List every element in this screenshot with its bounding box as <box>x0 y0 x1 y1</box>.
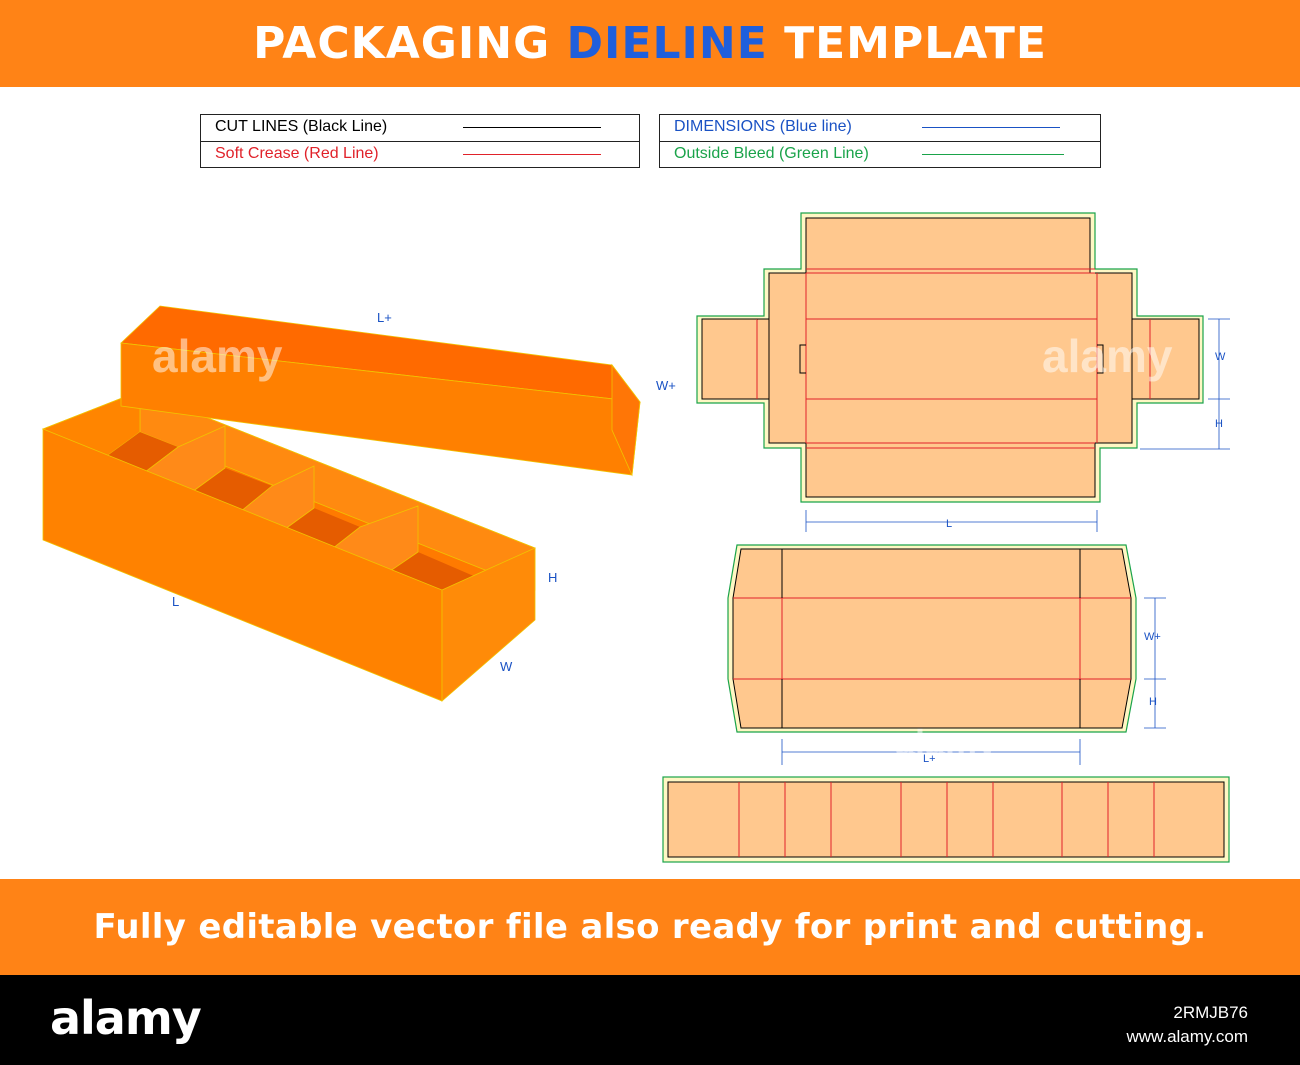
cell-floor-2 <box>192 468 272 512</box>
dieline-tray-label-length: L <box>946 518 952 530</box>
lid-side <box>611 363 641 477</box>
box-3d-illustration: L+ W+ L H W <box>41 305 676 702</box>
legend-table-right: DIMENSIONS (Blue line) Outside Bleed (Gr… <box>659 114 1101 168</box>
strip-cut <box>667 781 1225 858</box>
box-base <box>41 390 537 702</box>
dieline-lid-cut <box>732 548 1132 729</box>
legend-row-bleed: Outside Bleed (Green Line) <box>660 141 1100 167</box>
legend-dimensions-label: DIMENSIONS (Blue line) <box>674 118 852 135</box>
label-lid-width: W+ <box>656 378 676 393</box>
title-accent: DIELINE <box>566 18 768 69</box>
dieline-lid-label-height: H <box>1149 696 1157 708</box>
legend-crease-swatch <box>463 154 601 155</box>
box-lid <box>120 305 641 477</box>
label-base-width: W <box>500 659 513 674</box>
drawing-canvas: L+ W+ L H W <box>41 212 1230 863</box>
header-banner: PACKAGING DIELINE TEMPLATE <box>0 0 1300 87</box>
dieline-tray-label-height: H <box>1215 418 1223 430</box>
legend-cut-label: CUT LINES (Black Line) <box>215 118 388 135</box>
legend-row-dimensions: DIMENSIONS (Blue line) <box>660 115 1100 141</box>
dieline-tray-dimensions <box>805 318 1230 532</box>
label-base-height: H <box>548 570 557 585</box>
dieline-tray-creases <box>756 268 1151 449</box>
title-part-2: TEMPLATE <box>767 18 1047 69</box>
credit-image-id: 2RMJB76 <box>1173 1003 1248 1022</box>
credit-bar: alamy 2RMJB76 www.alamy.com <box>0 975 1300 1065</box>
divider-2 <box>239 465 315 533</box>
dieline-lid-creases <box>733 597 1131 680</box>
dieline-lid-label-width: W+ <box>1144 631 1161 643</box>
divider-1 <box>144 425 226 493</box>
watermark-center: alamy <box>895 722 997 763</box>
legend-bleed-swatch <box>922 154 1064 155</box>
dieline-lid-dimensions <box>781 597 1166 765</box>
page-title: PACKAGING DIELINE TEMPLATE <box>253 18 1047 69</box>
dieline-lid-label-length: L+ <box>923 753 936 765</box>
legend-table-left: CUT LINES (Black Line) Soft Crease (Red … <box>200 114 640 168</box>
dieline-lid: W+ H L+ <box>727 544 1166 765</box>
legend-bleed-label: Outside Bleed (Green Line) <box>674 145 869 162</box>
dieline-lid-cut-details <box>781 549 1081 728</box>
legend-dimensions-swatch <box>922 127 1060 128</box>
base-side-wall <box>441 547 536 702</box>
label-base-length: L <box>172 594 179 609</box>
legend-crease-label: Soft Crease (Red Line) <box>215 145 379 162</box>
dieline-divider-strip <box>662 776 1230 863</box>
dieline-tray-cut-details <box>757 318 1133 399</box>
label-lid-length: L+ <box>377 310 392 325</box>
dieline-tray-cut <box>701 217 1200 498</box>
watermark-right: alamy <box>1042 330 1173 382</box>
credit-url: www.alamy.com <box>1126 1027 1248 1046</box>
legend-row-crease: Soft Crease (Red Line) <box>201 141 639 167</box>
legend-row-cut: CUT LINES (Black Line) <box>201 115 639 141</box>
strip-creases <box>738 782 1155 857</box>
legend-cut-swatch <box>463 127 601 128</box>
footer-text: Fully editable vector file also ready fo… <box>93 907 1207 947</box>
credit-logo: alamy <box>50 991 202 1045</box>
footer-banner: Fully editable vector file also ready fo… <box>0 879 1300 975</box>
dieline-tray: W H L <box>696 212 1230 532</box>
watermarks: alamy alamy alamy <box>152 330 1173 763</box>
dieline-tray-label-width: W <box>1215 351 1226 363</box>
cell-floor-3 <box>281 508 360 552</box>
title-part-1: PACKAGING <box>253 18 567 69</box>
watermark-left: alamy <box>152 330 283 382</box>
